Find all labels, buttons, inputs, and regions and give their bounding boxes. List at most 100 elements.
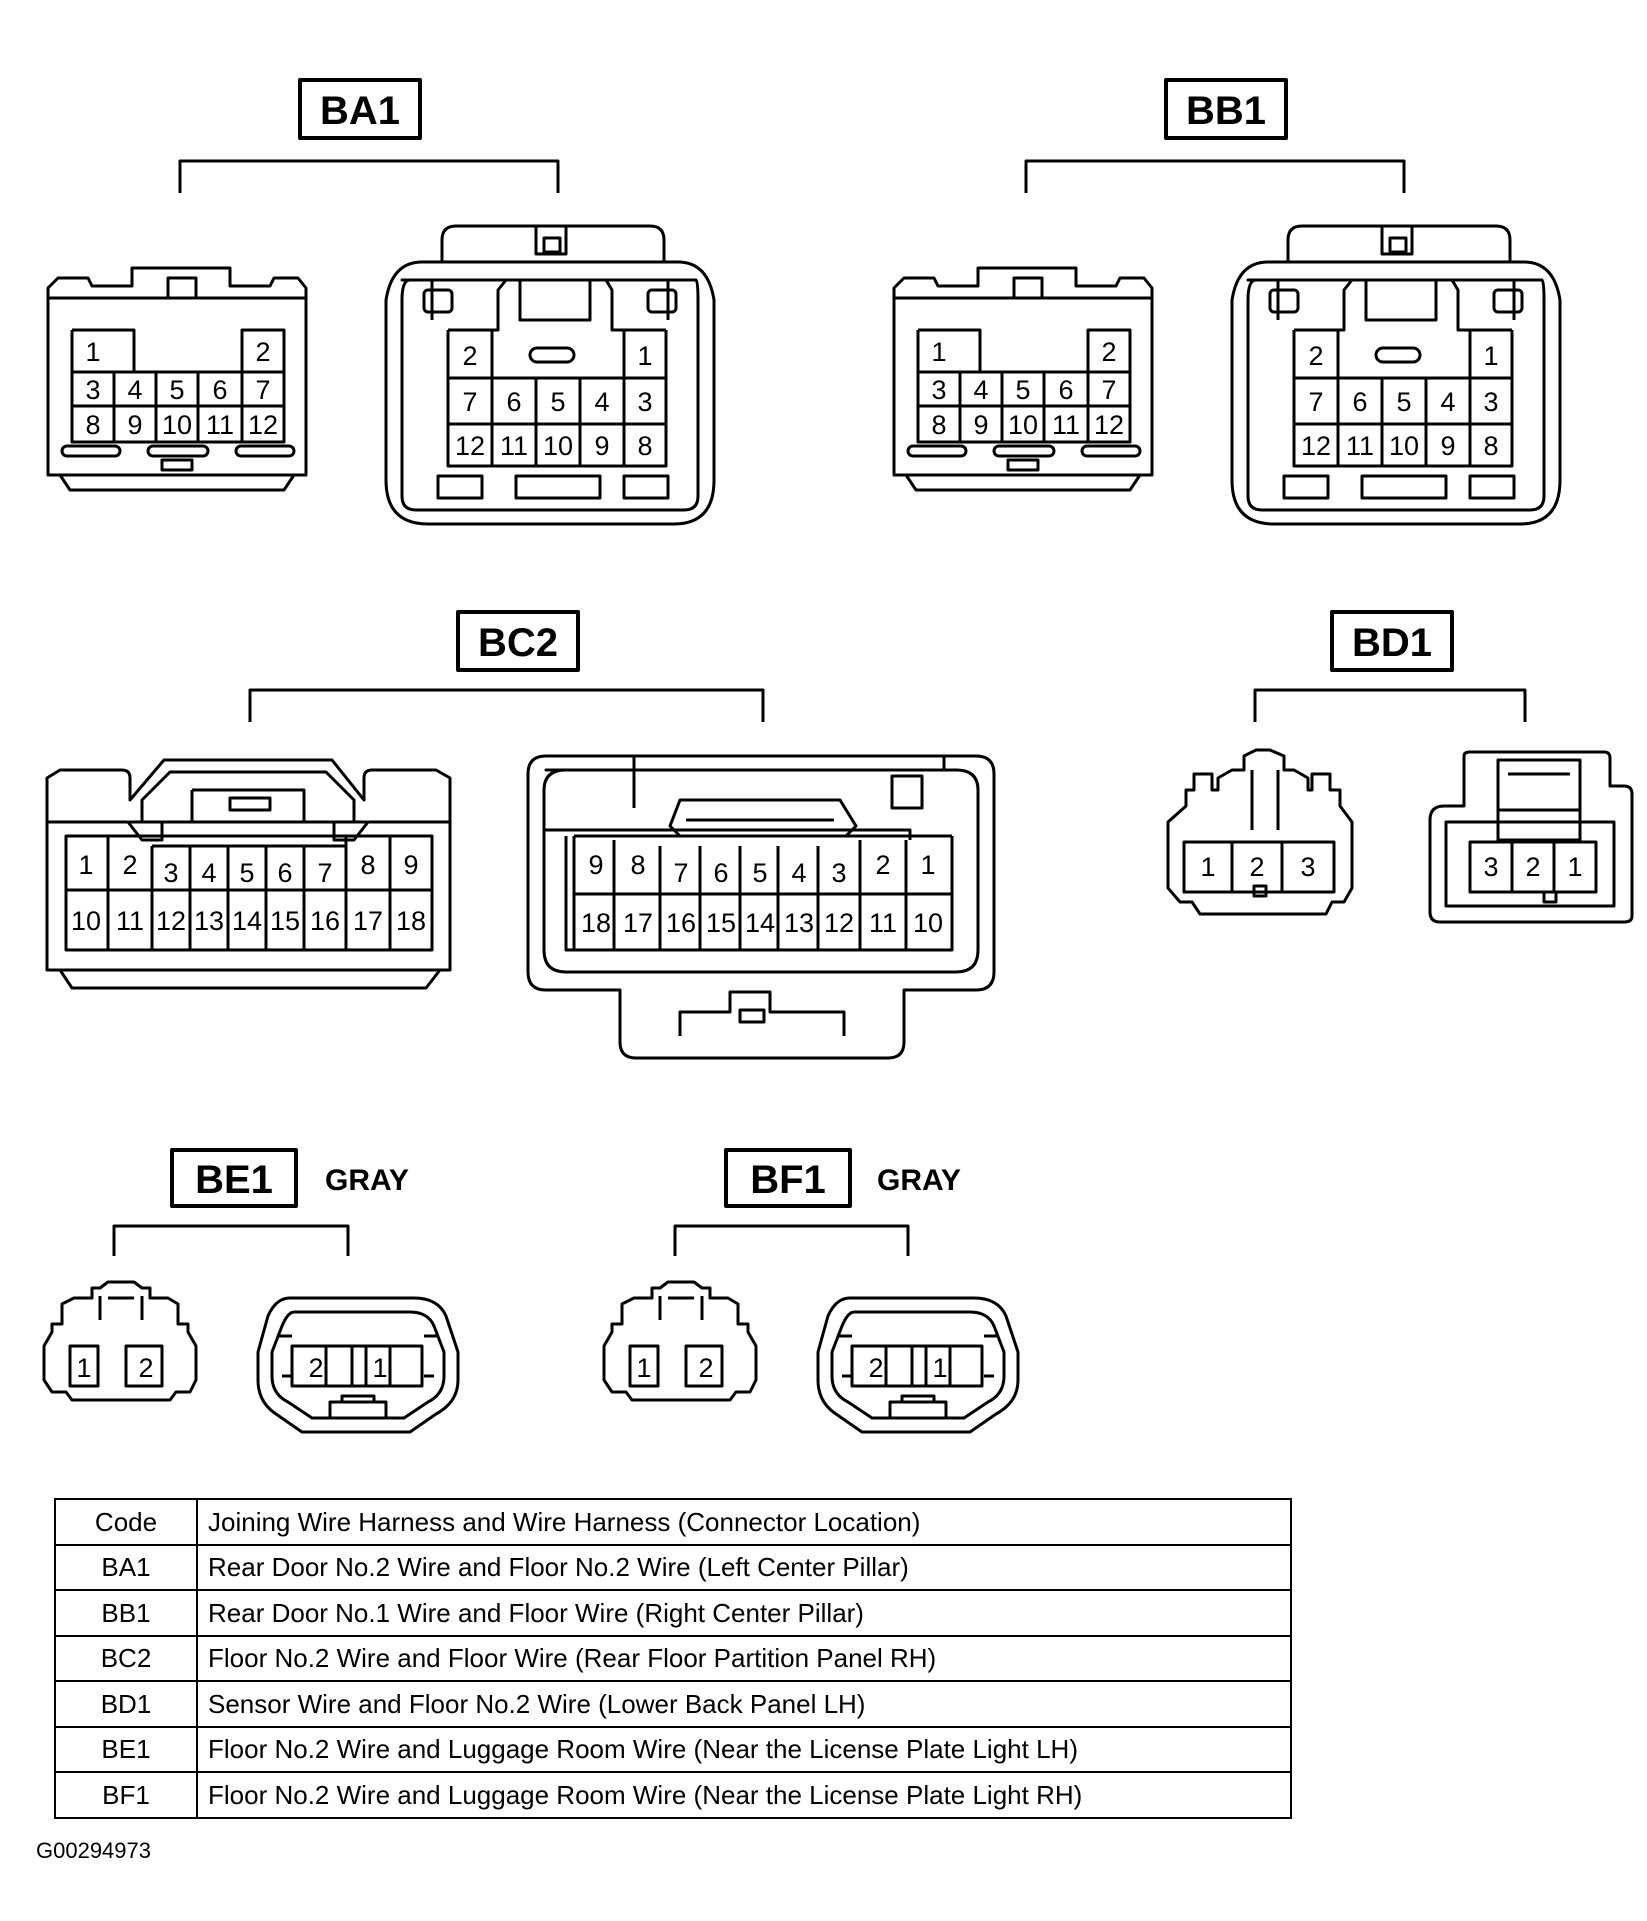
pin-label: 15 [270,906,300,936]
connector-label-box [724,1148,852,1208]
pin-label: 9 [588,850,603,880]
pin-label: 11 [869,908,897,938]
pin-label: 2 [1308,341,1323,371]
table-cell-description: Floor No.2 Wire and Luggage Room Wire (N… [196,1725,1292,1773]
pin-label: 9 [127,410,142,440]
pin-label: 9 [594,431,609,461]
pin-label: 12 [1301,431,1331,461]
pin-label: 3 [163,858,178,888]
table-header-description: Joining Wire Harness and Wire Harness (C… [196,1498,1292,1546]
pin-label: 9 [973,410,988,440]
table-row: BD1 Sensor Wire and Floor No.2 Wire (Low… [54,1680,1292,1728]
table-row: BA1 Rear Door No.2 Wire and Floor No.2 W… [54,1543,1292,1591]
table-cell-description: Floor No.2 Wire and Luggage Room Wire (N… [196,1771,1292,1819]
table-row: BC2 Floor No.2 Wire and Floor Wire (Rear… [54,1634,1292,1682]
pin-label: 6 [1058,375,1073,405]
pin-label: 2 [308,1353,323,1383]
pin-label: 4 [201,858,216,888]
pin-label: 11 [500,431,528,461]
pair-bracket [178,159,560,193]
connector-label-box [298,78,422,140]
pin-label: 8 [637,431,652,461]
table-row: BF1 Floor No.2 Wire and Luggage Room Wir… [54,1771,1292,1819]
pin-label: 8 [1483,431,1498,461]
pin-label: 9 [403,850,418,880]
connector-label: BA1 [320,89,400,133]
pin-label: 11 [206,410,234,440]
pin-label: 7 [673,858,688,888]
pair-bracket [248,688,765,722]
pin-label: 7 [255,375,270,405]
male-connector-bf1 [602,1280,758,1402]
female-connector-ba1 [384,224,716,526]
pin-label: 2 [138,1353,153,1383]
connector-group-bb1: BB1 1 2 3 4 5 6 7 8 9 10 11 12 [892,78,1562,526]
table-cell-description: Floor No.2 Wire and Floor Wire (Rear Flo… [196,1634,1292,1682]
pin-label: 7 [462,387,477,417]
pin-label: 4 [1440,387,1455,417]
connector-label: BE1 [195,1158,273,1202]
pin-label: 1 [637,341,652,371]
table-header-row: Code Joining Wire Harness and Wire Harne… [54,1498,1292,1546]
pin-label: 1 [932,1353,947,1383]
male-pin-labels: 1 2 3 [1200,852,1315,882]
pin-label: 4 [594,387,609,417]
connector-label-box [1330,610,1454,672]
pin-label: 8 [360,850,375,880]
female-pin-labels: 2 1 7 6 5 4 3 12 11 10 9 8 [1301,341,1499,461]
pin-label: 3 [1483,852,1498,882]
connector-diagram: BA1 1 2 3 4 5 6 7 8 9 10 11 12 [42,78,1634,1434]
pin-label: 12 [156,906,186,936]
pin-label: 5 [239,858,254,888]
pair-bracket [112,1224,350,1256]
pair-bracket [1253,688,1527,722]
pin-label: 6 [1352,387,1367,417]
male-connector-bc2 [45,758,452,990]
pin-label: 12 [1094,410,1124,440]
connector-color: GRAY [325,1164,409,1197]
pin-label: 7 [317,858,332,888]
pin-label: 17 [353,906,383,936]
pin-label: 2 [1101,337,1116,367]
pin-label: 3 [1300,852,1315,882]
pin-label: 8 [931,410,946,440]
pin-label: 5 [752,858,767,888]
male-connector-be1 [42,1280,198,1402]
pin-label: 13 [194,906,224,936]
pin-label: 15 [706,908,736,938]
connector-label-box [1164,78,1288,140]
male-connector-bd1 [1166,748,1354,916]
figure-id: G00294973 [36,1838,151,1863]
connector-group-bf1: BF1 GRAY 1 2 2 1 [602,1148,1020,1434]
pin-label: 11 [116,906,144,936]
pin-label: 4 [791,858,806,888]
pin-label: 2 [868,1353,883,1383]
pin-label: 16 [310,906,340,936]
pin-label: 18 [396,906,426,936]
male-pin-labels: 1 2 [76,1353,153,1383]
pin-label: 7 [1101,375,1116,405]
pin-label: 8 [85,410,100,440]
pin-label: 18 [581,908,611,938]
female-pin-labels: 2 1 7 6 5 4 3 12 11 10 9 8 [455,341,653,461]
pin-label: 10 [71,906,101,936]
table-cell-code: BB1 [54,1589,198,1637]
pin-label: 11 [1346,431,1374,461]
male-pin-labels: 1 2 3 4 5 6 7 8 9 10 11 12 13 14 15 16 1… [71,850,426,936]
pin-label: 2 [122,850,137,880]
male-connector-ba1 [46,266,308,492]
male-pin-labels: 1 2 3 4 5 6 7 8 9 10 11 12 [931,337,1124,440]
female-pin-labels: 2 1 [308,1353,387,1383]
pin-label: 12 [248,410,278,440]
male-pin-labels: 1 2 [636,1353,713,1383]
pair-bracket [1024,159,1406,193]
female-connector-bc2 [526,754,996,1060]
pin-label: 2 [875,850,890,880]
connector-label: BF1 [750,1158,826,1202]
female-connector-bf1 [816,1296,1020,1434]
pin-label: 3 [1483,387,1498,417]
female-connector-bd1 [1428,750,1634,924]
female-pin-labels: 3 2 1 [1483,852,1582,882]
pin-label: 3 [931,375,946,405]
table-cell-code: BA1 [54,1543,198,1591]
